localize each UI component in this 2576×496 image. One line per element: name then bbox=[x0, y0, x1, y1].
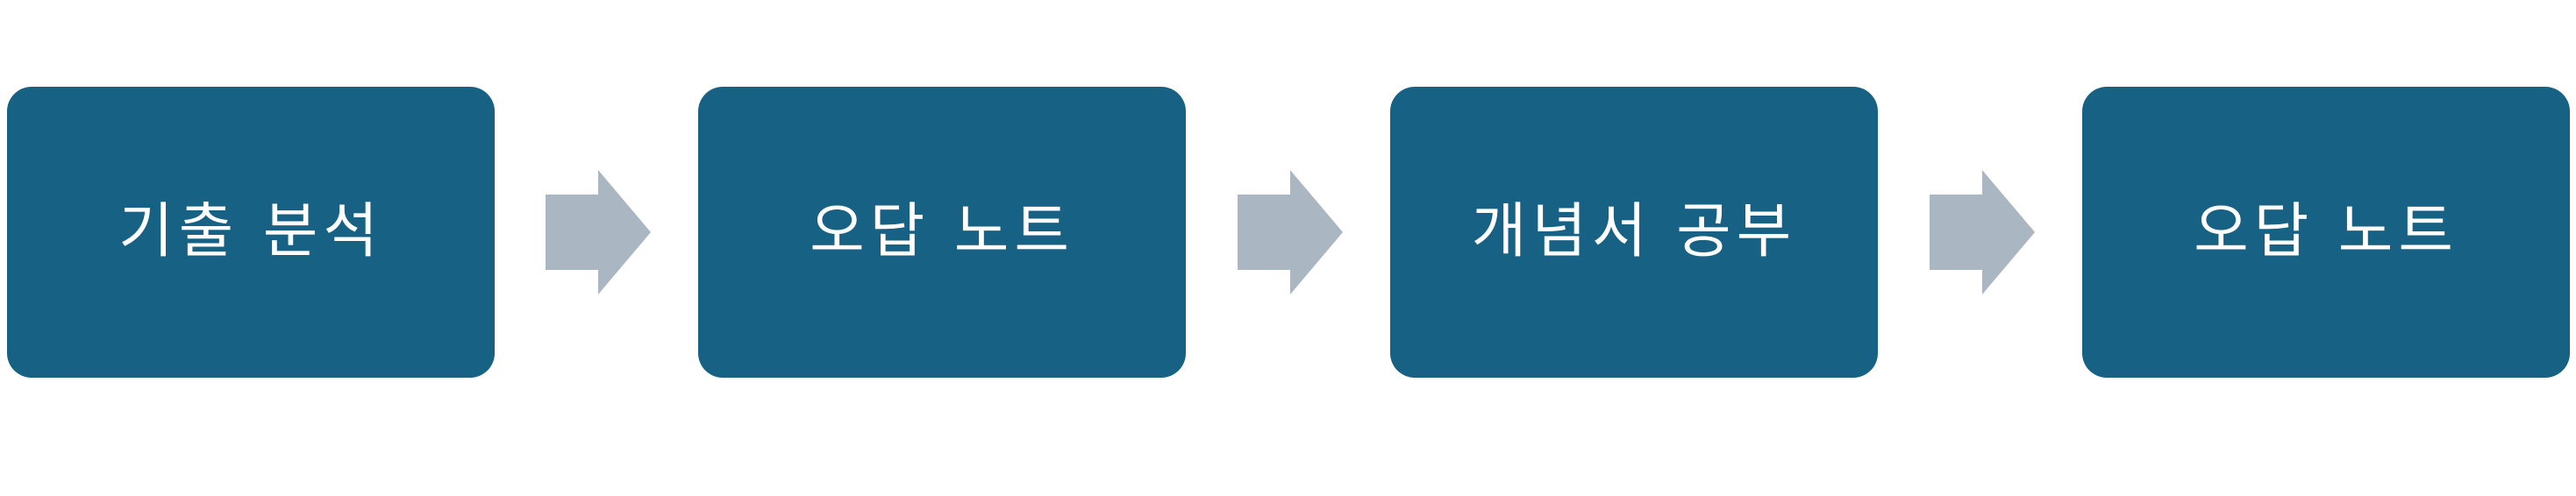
step-box-4: 오답 노트 bbox=[2082, 87, 2570, 378]
step-label-1: 기출 분석 bbox=[118, 197, 383, 266]
step-box-1: 기출 분석 bbox=[7, 87, 495, 378]
arrow-shape bbox=[546, 170, 651, 294]
right-arrow-icon bbox=[546, 170, 651, 294]
step-label-2: 오답 노트 bbox=[810, 197, 1074, 266]
step-box-2: 오답 노트 bbox=[698, 87, 1186, 378]
right-arrow-icon bbox=[1238, 170, 1343, 294]
step-label-4: 오답 노트 bbox=[2194, 197, 2458, 266]
arrow-shape bbox=[1238, 170, 1343, 294]
arrow-shape bbox=[1930, 170, 2035, 294]
right-arrow-icon bbox=[1930, 170, 2035, 294]
step-box-3: 개념서 공부 bbox=[1390, 87, 1878, 378]
step-label-3: 개념서 공부 bbox=[1471, 197, 1797, 266]
